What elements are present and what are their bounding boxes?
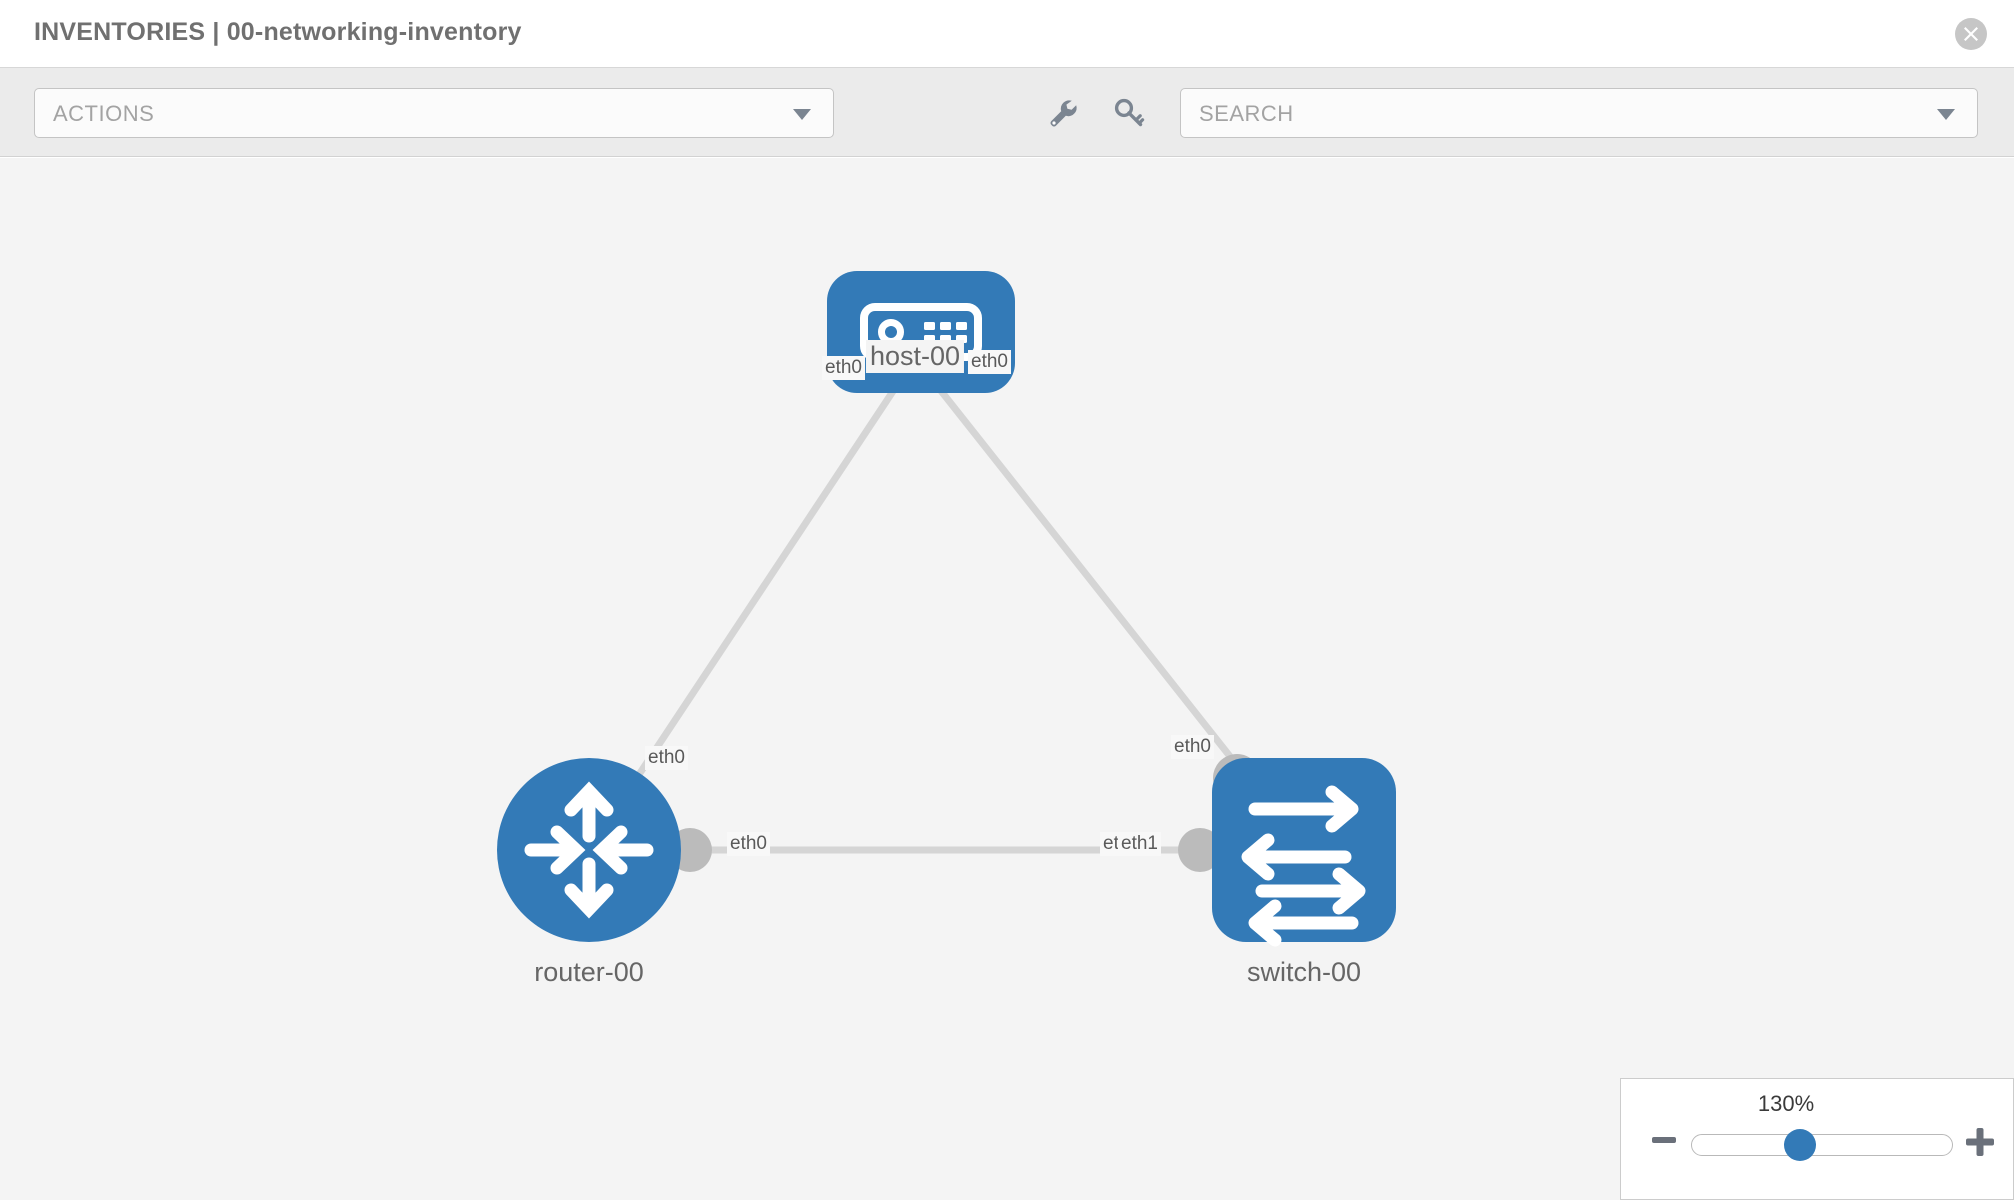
- wrench-icon: [1050, 100, 1077, 127]
- page-title: INVENTORIES | 00-networking-inventory: [34, 18, 522, 46]
- iface-label-host-00-eth0-left: eth0: [822, 356, 865, 380]
- topology-graph: [497, 271, 1396, 947]
- link-host-00-router-00[interactable]: [586, 356, 918, 852]
- toolbar: ACTIONS SEARCH: [0, 68, 2014, 157]
- topology-canvas[interactable]: host-00 router-00 switch-00 eth0 eth0 et…: [0, 158, 2014, 1200]
- port-switch-00-eth1[interactable]: [1178, 828, 1222, 872]
- zoom-slider-thumb[interactable]: [1784, 1129, 1816, 1161]
- router-arrows-icon: [524, 781, 654, 919]
- iface-label-switch-00-eth0-uplink: eth0: [1171, 735, 1214, 759]
- plus-icon: [1966, 1128, 1994, 1156]
- chevron-down-icon[interactable]: [1937, 109, 1955, 120]
- key-icon: [1114, 98, 1145, 127]
- zoom-slider-track[interactable]: [1691, 1134, 1953, 1156]
- close-icon: [1964, 27, 1978, 41]
- node-switch-00[interactable]: [1212, 758, 1396, 947]
- zoom-out-button[interactable]: [1651, 1127, 1677, 1153]
- switch-arrows-icon: [1241, 785, 1366, 947]
- chevron-down-icon: [793, 109, 811, 120]
- iface-label-router-00-eth0-uplink: eth0: [645, 746, 688, 770]
- node-label-host-00: host-00: [865, 340, 965, 373]
- zoom-level-value: 130%: [1757, 1091, 1815, 1116]
- node-router-00-shape[interactable]: [497, 758, 681, 942]
- zoom-control-panel: 130%: [1620, 1078, 2014, 1200]
- search-input[interactable]: SEARCH: [1180, 88, 1978, 138]
- actions-dropdown-label: ACTIONS: [53, 101, 155, 126]
- iface-label-host-00-eth0-right: eth0: [968, 350, 1011, 374]
- wrench-button[interactable]: [1046, 96, 1080, 130]
- node-router-00[interactable]: [497, 758, 681, 942]
- iface-label-router-00-eth0: eth0: [727, 832, 770, 856]
- search-placeholder: SEARCH: [1199, 101, 1294, 126]
- key-button[interactable]: [1112, 96, 1146, 130]
- link-group: [586, 355, 1307, 854]
- minus-icon: [1652, 1137, 1676, 1143]
- iface-label-switch-00-eth1: eth1: [1118, 832, 1161, 856]
- page-header: INVENTORIES | 00-networking-inventory: [0, 0, 2014, 68]
- zoom-in-button[interactable]: [1965, 1127, 1995, 1157]
- node-label-switch-00: switch-00: [1242, 956, 1366, 989]
- actions-dropdown[interactable]: ACTIONS: [34, 88, 834, 138]
- node-switch-00-shape[interactable]: [1212, 758, 1396, 942]
- node-label-router-00: router-00: [530, 956, 648, 989]
- close-button[interactable]: [1955, 18, 1987, 50]
